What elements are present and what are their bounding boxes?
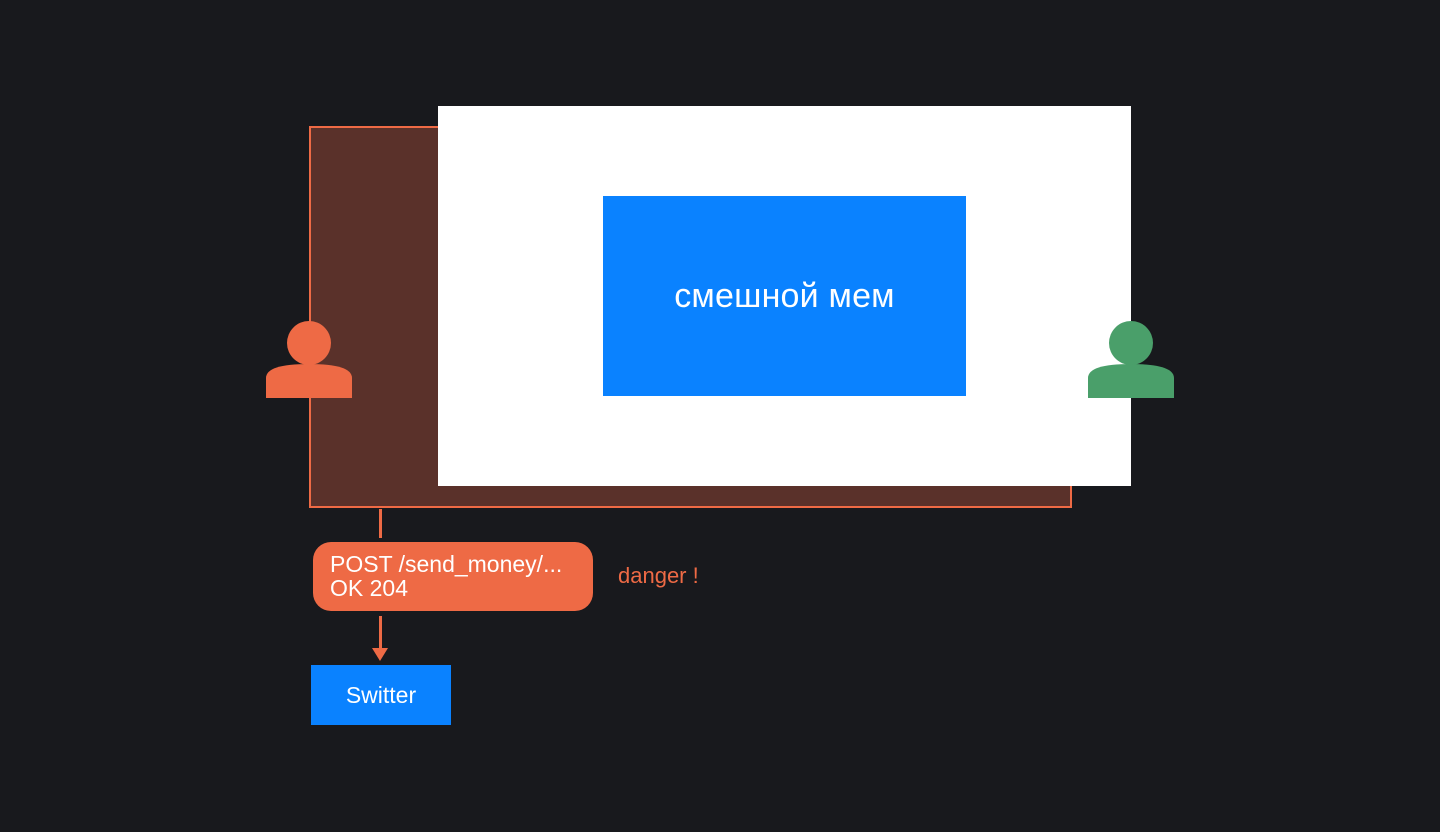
danger-label: danger ! xyxy=(618,563,699,588)
attacker-person-icon xyxy=(266,320,352,398)
meme-box: смешной мем xyxy=(603,196,966,396)
request-method-line: POST /send_money/... xyxy=(330,551,563,577)
request-bubble: POST /send_money/... OK 204 xyxy=(313,542,593,611)
response-status-line: OK 204 xyxy=(330,575,408,601)
arrow-down-icon xyxy=(372,648,388,661)
meme-label: смешной мем xyxy=(674,276,895,315)
connector-line xyxy=(379,509,382,538)
victim-person-icon xyxy=(1088,320,1174,398)
arrow-line xyxy=(379,616,382,650)
switter-box: Switter xyxy=(311,665,451,725)
